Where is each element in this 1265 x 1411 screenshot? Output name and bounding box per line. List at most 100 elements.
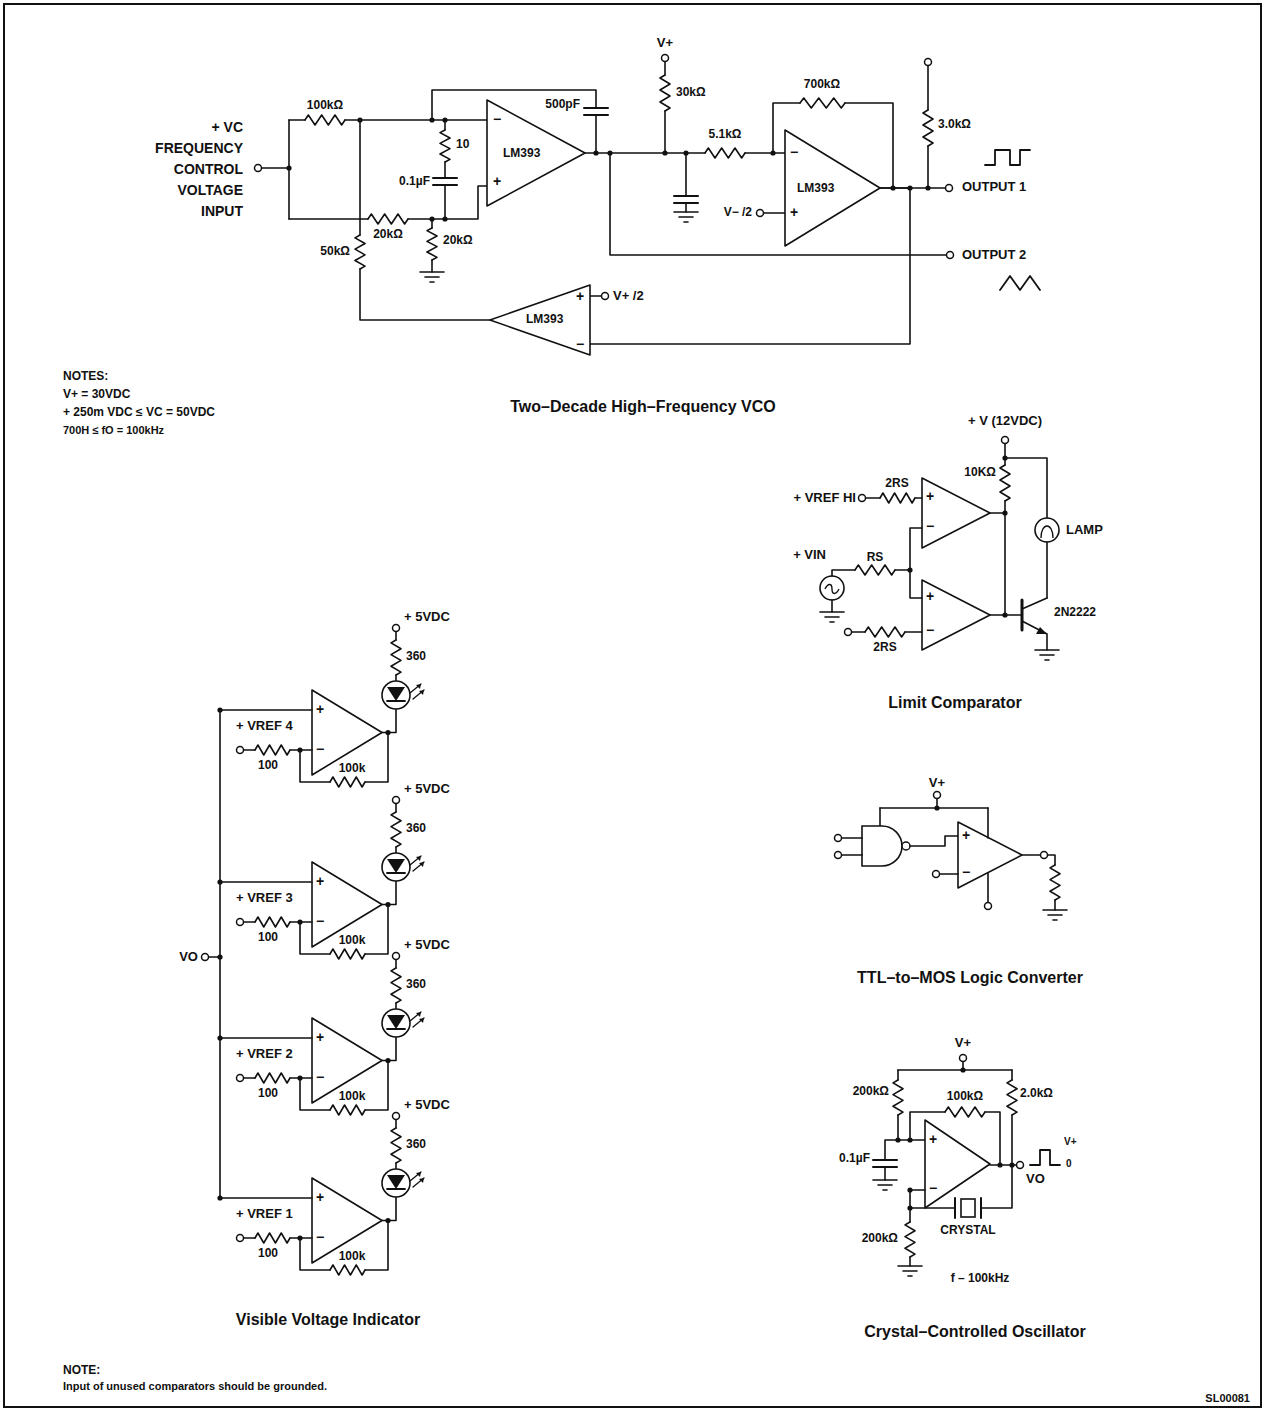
wire: [1005, 458, 1047, 518]
ground-symbol: [883, 1189, 887, 1191]
wire: [365, 1221, 388, 1271]
wire: [220, 1197, 312, 1199]
component-label: 700kΩ: [804, 78, 840, 91]
wire: [910, 1207, 955, 1209]
light-arrow: [413, 862, 424, 871]
component-label: + VIN: [793, 548, 826, 562]
terminal: [859, 495, 866, 502]
component-label: 2N2222: [1054, 606, 1096, 619]
light-arrow: [416, 856, 421, 861]
component-label: 100: [258, 759, 278, 772]
component-label: 100k: [339, 1250, 366, 1263]
component-label: V+ = 30VDC: [63, 388, 130, 401]
terminal: [255, 165, 262, 172]
input-sign: +: [316, 1030, 324, 1045]
wire: [365, 733, 388, 783]
terminal: [1041, 852, 1048, 859]
component-label: + VREF 1: [236, 1207, 293, 1221]
wire: [685, 153, 687, 196]
input-sign: −: [926, 623, 934, 638]
capacitor-symbol: [584, 107, 608, 109]
part-number: LM393: [526, 313, 563, 326]
terminal: [1002, 437, 1009, 444]
wire: [1004, 444, 1006, 465]
nand-gate: [862, 826, 902, 866]
wire: [408, 186, 487, 219]
component-label: 20kΩ: [443, 234, 473, 247]
resistor-symbol: [660, 75, 670, 111]
comparator-symbol: [922, 478, 990, 548]
led-symbol: [382, 1009, 410, 1037]
source-tilde: [825, 585, 839, 594]
input-sign: −: [316, 914, 324, 929]
comparator-symbol: [487, 100, 585, 206]
ground-symbol: [1035, 649, 1059, 651]
junction-dot: [217, 954, 222, 959]
wire: [220, 1037, 312, 1039]
wire: [395, 1003, 397, 1009]
ground-symbol: [908, 1275, 912, 1277]
component-label: 100: [258, 1247, 278, 1260]
component-label: V+ /2: [613, 289, 644, 303]
comparator-symbol: [958, 822, 1022, 888]
light-arrow: [413, 1018, 424, 1027]
resistor-symbol: [368, 214, 408, 224]
wire: [395, 675, 397, 681]
resistor-symbol: [855, 565, 895, 575]
ground-symbol: [898, 1265, 922, 1267]
wire: [981, 1165, 1012, 1208]
comparator-symbol: [312, 690, 382, 775]
component-label: + 5VDC: [404, 1098, 450, 1112]
terminal: [835, 835, 842, 842]
wire: [610, 153, 946, 255]
comparator-symbol: [925, 1120, 990, 1208]
wire: [395, 960, 397, 968]
ground-symbol: [674, 211, 698, 213]
component-label: 10KΩ: [964, 466, 996, 479]
comparator-symbol: [312, 862, 382, 947]
circuit-title: TTL–to–MOS Logic Converter: [857, 969, 1083, 987]
junction-dot: [907, 1187, 912, 1192]
resistor-symbol: [893, 1080, 903, 1115]
light-arrow: [419, 690, 424, 695]
terminal: [662, 55, 669, 62]
circuit-title: Two–Decade High–Frequency VCO: [510, 398, 776, 416]
ground-symbol: [420, 271, 444, 273]
wire: [909, 1257, 911, 1266]
light-arrow: [410, 684, 421, 693]
resistor-symbol: [1000, 465, 1010, 501]
input-sign: +: [316, 702, 324, 717]
wire: [220, 881, 312, 883]
resistor-symbol: [923, 110, 933, 146]
terminal: [933, 871, 940, 878]
ground-symbol: [825, 616, 839, 618]
wire: [1046, 542, 1048, 598]
component-label: 100: [258, 931, 278, 944]
ground-symbol: [430, 281, 434, 283]
page-border: [4, 4, 1261, 1407]
led-diode: [387, 1188, 405, 1190]
light-arrow: [413, 690, 424, 699]
lamp-symbol: [1035, 518, 1059, 542]
resistor-symbol: [391, 1128, 401, 1163]
wire: [395, 804, 397, 812]
resistor-symbol: [865, 627, 905, 637]
resistor-symbol: [330, 1265, 365, 1275]
ground-symbol: [873, 1179, 897, 1181]
terminal: [960, 1055, 967, 1062]
comparator-symbol: [312, 1178, 382, 1263]
junction-dot: [217, 1195, 222, 1200]
wire: [395, 632, 397, 640]
component-label: + 5VDC: [404, 610, 450, 624]
light-arrow: [410, 1012, 421, 1021]
terminal: [393, 953, 400, 960]
led-diode: [387, 1015, 405, 1029]
component-label: + 250m VDC ≤ VC = 50VDC: [63, 406, 215, 419]
wire: [885, 1140, 898, 1160]
wire: [444, 162, 446, 178]
terminal: [835, 852, 842, 859]
component-label: V+: [929, 776, 945, 790]
comparator-symbol: [785, 130, 880, 246]
